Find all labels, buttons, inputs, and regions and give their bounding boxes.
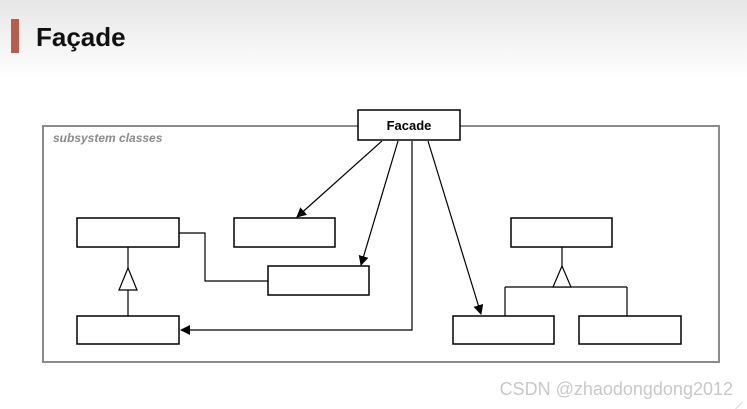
facade-class-label: Facade — [387, 118, 432, 133]
class-box-left-bottom — [76, 315, 180, 345]
title-band — [0, 0, 747, 80]
class-box-left-top — [76, 217, 180, 248]
class-box-bottom-middle-right — [452, 315, 555, 345]
class-box-top-middle — [233, 217, 336, 248]
title-accent-bar — [11, 19, 19, 53]
class-box-right-top — [510, 217, 613, 248]
class-box-center — [267, 265, 370, 296]
arrow-to-top-middle — [296, 140, 383, 218]
arrow-to-left-bottom — [180, 141, 413, 335]
class-box-bottom-right — [578, 315, 682, 345]
watermark-text: CSDN @zhaodongdong2012 — [499, 379, 733, 399]
arrow-to-bottom-middle-right — [427, 140, 484, 315]
arrow-to-center — [358, 140, 399, 266]
association-line — [179, 232, 268, 282]
page-title: Façade — [36, 22, 126, 52]
inheritance-triangle-left — [118, 266, 138, 291]
package-label: subsystem classes — [53, 131, 163, 145]
facade-class-box — [357, 109, 461, 141]
inheritance-triangle-right — [552, 264, 572, 288]
